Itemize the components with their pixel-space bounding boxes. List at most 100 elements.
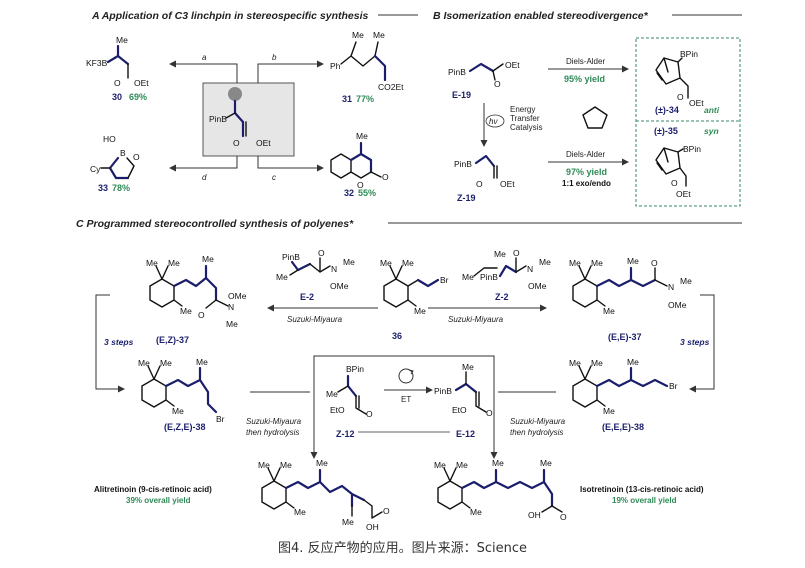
- svg-text:N: N: [228, 302, 234, 312]
- compound-e19: BPin PinB O OEt E-19: [448, 60, 520, 100]
- hv-badge: [485, 114, 505, 128]
- svg-text:Me: Me: [569, 258, 581, 268]
- svg-text:HO: HO: [103, 134, 116, 144]
- svg-text:O: O: [486, 408, 493, 418]
- isomerization-et: ET: [384, 368, 433, 404]
- svg-text:OH: OH: [366, 522, 379, 532]
- svg-text:Me: Me: [168, 258, 180, 268]
- svg-text:BPin: BPin: [680, 49, 698, 59]
- svg-text:Me: Me: [591, 358, 603, 368]
- route-b: b: [272, 53, 277, 62]
- svg-text:Me: Me: [456, 460, 468, 470]
- label-34: (±)-34: [655, 105, 679, 115]
- svg-text:OMe: OMe: [528, 281, 547, 291]
- svg-text:EtO: EtO: [452, 405, 467, 415]
- svg-text:Me: Me: [591, 258, 603, 268]
- alitretinoin-yield: 39% overall yield: [126, 496, 191, 505]
- steps-right: 3 steps: [680, 337, 710, 347]
- svg-text:Me: Me: [116, 35, 128, 45]
- svg-text:Me: Me: [356, 131, 368, 141]
- svg-text:Me: Me: [294, 507, 306, 517]
- figure-caption: 图4. 反应产物的应用。图片来源：Science: [278, 541, 527, 556]
- svg-text:Me: Me: [258, 460, 270, 470]
- svg-text:Me: Me: [352, 30, 364, 40]
- svg-text:O: O: [383, 506, 390, 516]
- da-top-yield: 95% yield: [564, 74, 605, 84]
- label-eze38: (E,Z,E)-38: [164, 422, 206, 432]
- svg-text:Me: Me: [160, 358, 172, 368]
- svg-text:CO2Et: CO2Et: [378, 82, 404, 92]
- svg-text:O: O: [651, 258, 658, 268]
- et-line-2: Transfer: [510, 114, 540, 123]
- svg-text:OEt: OEt: [500, 179, 515, 189]
- isotretinoin-yield: 19% overall yield: [612, 496, 677, 505]
- svg-text:Me: Me: [138, 358, 150, 368]
- svg-text:O: O: [133, 152, 140, 162]
- svg-text:O: O: [494, 79, 501, 89]
- et-label: ET: [401, 395, 411, 404]
- svg-text:Me: Me: [569, 358, 581, 368]
- label-ez37: (E,Z)-37: [156, 335, 189, 345]
- svg-text:B: B: [120, 148, 126, 158]
- hv-label: hν: [489, 117, 497, 126]
- label-35: (±)-35: [654, 126, 678, 136]
- da-bottom-ratio: 1:1 exo/endo: [562, 179, 611, 188]
- compound-ez37: Me Me Me Me O N OMe Me (E,Z)-37: [146, 254, 247, 345]
- tag-35: syn: [704, 126, 719, 136]
- svg-text:PinB: PinB: [480, 272, 498, 282]
- svg-text:Me: Me: [494, 249, 506, 259]
- panel-a: PinB O OEt a b c d Me KF3B O OEt 30 69% …: [86, 30, 404, 198]
- label-z2: Z-2: [495, 292, 509, 302]
- cycle-icon: [398, 368, 414, 384]
- section-c-title: C Programmed stereocontrolled synthesis …: [76, 218, 354, 230]
- tag-34: anti: [704, 105, 720, 115]
- compound-z19: PinB O OEt Z-19: [454, 154, 515, 203]
- suzuki-left: Suzuki-Miyaura: [287, 315, 343, 324]
- panel-b: BPin PinB O OEt E-19 Diels-Alder 95% yie…: [448, 37, 741, 207]
- yield-32: 55%: [358, 188, 376, 198]
- linchpin-marker: [228, 87, 242, 101]
- svg-text:N: N: [331, 264, 337, 274]
- svg-text:O: O: [513, 248, 520, 258]
- suzuki-right: Suzuki-Miyaura: [448, 315, 504, 324]
- svg-text:Me: Me: [492, 458, 504, 468]
- compound-32: Me O O 32 55%: [330, 131, 389, 198]
- svg-text:OMe: OMe: [228, 291, 247, 301]
- svg-text:Me: Me: [316, 458, 328, 468]
- svg-text:Me: Me: [603, 306, 615, 316]
- svg-text:O: O: [476, 179, 483, 189]
- svg-text:PinB: PinB: [454, 159, 472, 169]
- compound-30: Me KF3B O OEt 30 69%: [86, 35, 149, 102]
- reaction-scheme-figure: A Application of C3 linchpin in stereosp…: [76, 10, 742, 532]
- svg-text:Me: Me: [680, 276, 692, 286]
- svg-text:PinB: PinB: [282, 252, 300, 262]
- compound-35: (±)-35 syn BPin O OEt: [654, 126, 719, 199]
- linchpin-pinb: PinB: [209, 114, 227, 124]
- label-31: 31: [342, 94, 352, 104]
- et-line-1: Energy: [510, 105, 535, 114]
- svg-text:OEt: OEt: [505, 60, 520, 70]
- route-c: c: [272, 173, 276, 182]
- svg-text:O: O: [366, 409, 373, 419]
- svg-text:PinB: PinB: [434, 386, 452, 396]
- cyclopentadiene: [582, 106, 608, 129]
- svg-text:Me: Me: [146, 258, 158, 268]
- reagent-e2: PinB Me O N Me OMe E-2: [276, 248, 355, 302]
- steps-left: 3 steps: [104, 337, 134, 347]
- linchpin-o: O: [233, 138, 240, 148]
- svg-text:OMe: OMe: [330, 281, 349, 291]
- reagent-z2: Me PinB Me O N Me OMe Z-2: [462, 248, 551, 302]
- svg-text:Me: Me: [276, 272, 288, 282]
- svg-text:OH: OH: [528, 510, 541, 520]
- da-top: Diels-Alder: [566, 57, 605, 66]
- svg-text:O: O: [677, 92, 684, 102]
- svg-text:BPin: BPin: [683, 144, 701, 154]
- label-e2: E-2: [300, 292, 314, 302]
- compound-eee38: Me Me Me Me Br (E,E,E)-38: [569, 357, 678, 432]
- label-36: 36: [392, 331, 402, 341]
- svg-text:Me: Me: [414, 306, 426, 316]
- svg-text:OEt: OEt: [676, 189, 691, 199]
- label-eee38: (E,E,E)-38: [602, 422, 644, 432]
- panel-c: PinB Me O N Me OMe E-2 Me PinB Me O N Me…: [94, 248, 715, 532]
- compound-31: Me Me Ph CO2Et 31 77%: [330, 30, 404, 104]
